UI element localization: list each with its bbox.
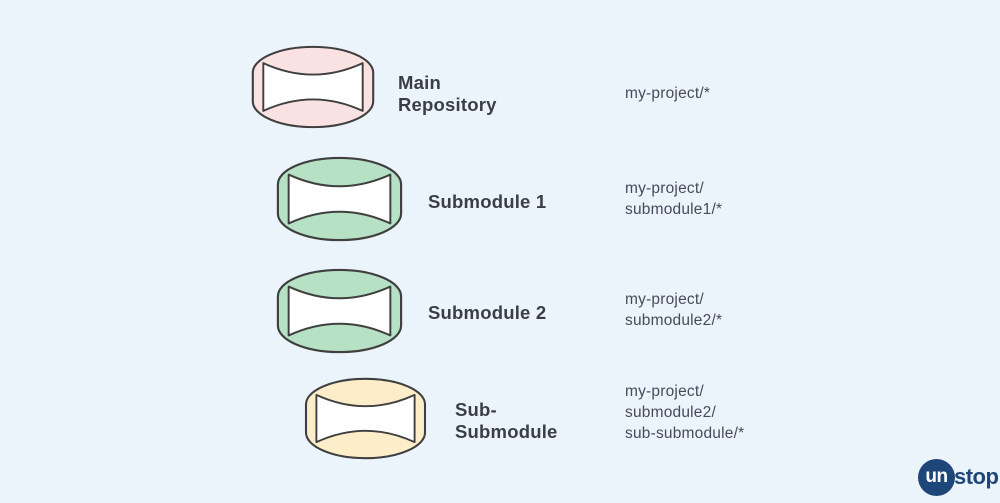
unstop-logo-text: stop: [954, 464, 999, 489]
cylinder-icon: [276, 156, 403, 242]
label-line: Main: [398, 72, 441, 93]
label-submodule-2: Submodule 2: [428, 302, 546, 324]
path-line: my-project/: [625, 180, 704, 197]
path-sub-submodule: my-project/ submodule2/ sub-submodule/*: [625, 381, 744, 444]
cylinder-main-repository-icon: [248, 44, 378, 130]
label-line: Submodule 2: [428, 302, 547, 323]
unstop-logo: un stop: [918, 458, 999, 496]
path-line: submodule2/: [625, 404, 716, 421]
path-submodule-1: my-project/ submodule1/*: [625, 178, 722, 220]
path-line: my-project/: [625, 383, 704, 400]
label-line: Submodule: [455, 421, 558, 442]
path-submodule-2: my-project/ submodule2/*: [625, 289, 722, 331]
path-line: sub-submodule/*: [625, 425, 745, 442]
path-line: my-project/: [625, 291, 704, 308]
path-line: submodule2/*: [625, 312, 723, 329]
path-main-repository: my-project/*: [625, 83, 710, 104]
unstop-logo-circle: un: [918, 458, 955, 496]
label-sub-submodule: Sub- Submodule: [455, 399, 558, 443]
label-line: Repository: [398, 94, 497, 115]
label-line: Submodule 1: [428, 191, 547, 212]
cylinder-face: [315, 393, 416, 444]
cylinder-face: [287, 173, 392, 225]
path-line: my-project/*: [625, 85, 711, 102]
cylinder-submodule-1-icon: [271, 155, 408, 243]
cylinder-icon: [304, 377, 427, 460]
cylinder-submodule-2-icon: [271, 267, 408, 355]
cylinder-face: [262, 62, 364, 112]
cylinder-icon: [276, 268, 403, 354]
label-main-repository: Main Repository: [398, 72, 497, 116]
label-line: Sub-: [455, 399, 497, 420]
cylinder-sub-submodule-icon: [301, 376, 430, 461]
label-submodule-1: Submodule 1: [428, 191, 546, 213]
path-line: submodule1/*: [625, 201, 723, 218]
unstop-logo-circle-text: un: [925, 466, 948, 487]
cylinder-face: [287, 285, 392, 337]
cylinder-icon: [251, 45, 375, 129]
